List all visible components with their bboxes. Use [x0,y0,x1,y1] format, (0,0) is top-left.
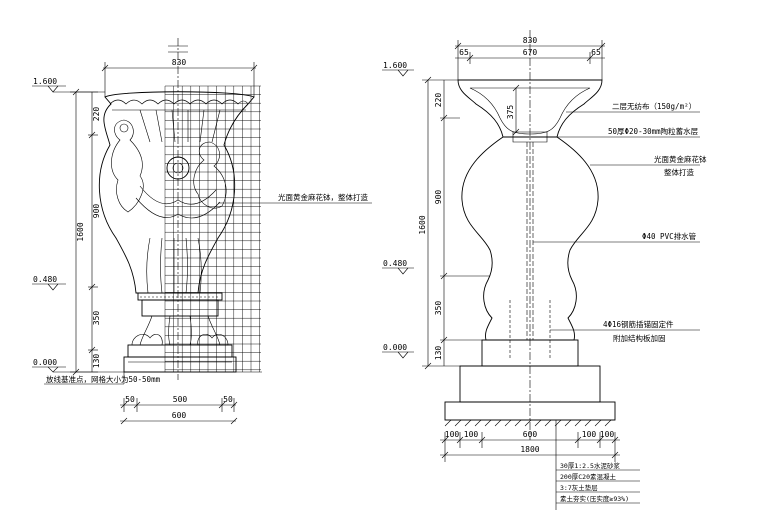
svg-text:0.480: 0.480 [33,275,57,284]
note-anchor: 4Φ16钢筋插锚固定件 [603,319,674,329]
right-level-0480: 0.480 [382,259,414,275]
right-height-900: 900 [434,190,443,205]
left-height-130: 130 [92,354,101,369]
right-level-1600: 1.600 [382,61,414,77]
foundation-note-4: 素土夯实(压实度≥93%) [560,494,629,503]
left-base-50-b: 50 [223,395,233,404]
vase-elevation [98,91,255,373]
left-level-0000: 0.000 [32,358,262,373]
left-note-material: 光面黄金麻花钵，整体打造 [278,192,368,202]
right-bottom-total: 1800 [520,445,539,454]
note-drain-pipe: Φ40 PVC排水管 [642,231,697,241]
right-section: 830 65 670 65 375 220 900 1600 350 130 [382,30,707,510]
right-top-width: 830 [523,36,538,45]
svg-text:1.600: 1.600 [33,77,57,86]
right-height-130: 130 [434,346,443,361]
layout-grid [164,85,261,372]
right-height-375: 375 [506,105,515,120]
left-base-50-a: 50 [125,395,135,404]
right-top-65-b: 65 [591,48,601,57]
note-vase-material: 光面黄金麻花钵 [654,154,707,164]
right-level-0000: 0.000 [382,343,414,359]
left-height-220: 220 [92,107,101,122]
svg-text:0.480: 0.480 [383,259,407,268]
right-top-65-a: 65 [459,48,469,57]
left-elevation: 830 220 900 1600 350 130 1.600 0.480 [32,38,372,425]
right-bottom-100-d: 100 [600,430,615,439]
left-level-0480: 0.480 [32,275,66,291]
left-height-350: 350 [92,311,101,326]
foundation-note-1: 30厚1:2.5水泥砂浆 [560,461,620,470]
right-bottom-100-b: 100 [464,430,479,439]
right-height-350: 350 [434,301,443,316]
left-height-900: 900 [92,204,101,219]
right-bottom-100-c: 100 [582,430,597,439]
left-base-500: 500 [173,395,188,404]
right-bottom-600: 600 [523,430,538,439]
note-integral: 整体打造 [664,167,694,177]
right-notes: 二层无纺布（150g/m²） 50厚Φ20-30mm陶粒蓄水层 光面黄金麻花钵 … [533,101,707,343]
left-top-width: 830 [172,58,187,67]
foundation-note-3: 3:7灰土垫层 [560,483,598,492]
earth-hatch [444,419,612,427]
right-top-670: 670 [523,48,538,57]
foundation-note-2: 200厚C20素混凝土 [560,472,616,481]
svg-text:1.600: 1.600 [383,61,407,70]
note-geotextile: 二层无纺布（150g/m²） [612,101,696,111]
left-level-1600: 1.600 [32,77,105,93]
left-note-grid: 放线基准点，网格大小为50-50mm [46,374,161,384]
right-height-220: 220 [434,93,443,108]
right-height-1600: 1600 [418,215,427,234]
left-base-total: 600 [172,411,187,420]
svg-text:0.000: 0.000 [383,343,407,352]
note-slab: 附加结构板加固 [613,333,666,343]
right-bottom-100-a: 100 [445,430,460,439]
note-ceramsite: 50厚Φ20-30mm陶粒蓄水层 [608,126,699,136]
left-height-1600: 1600 [76,222,85,241]
svg-text:0.000: 0.000 [33,358,57,367]
